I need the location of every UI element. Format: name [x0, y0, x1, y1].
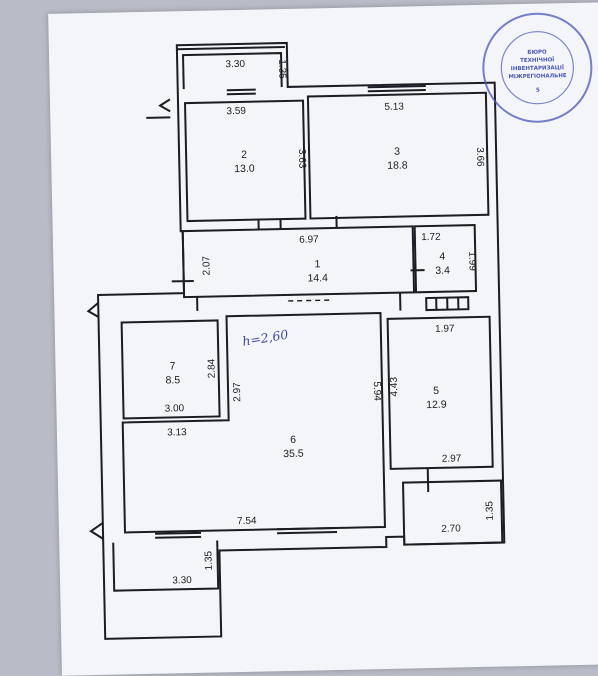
- dim-room6-right-height: 5.94: [371, 381, 382, 401]
- bti-stamp: БЮРО ТЕХНІЧНОЇ ІНВЕНТАРИЗАЦІЇ МІЖРЕГІОНА…: [482, 12, 593, 123]
- stamp-line-3: ІНВЕНТАРИЗАЦІЇ: [511, 64, 564, 72]
- room-6-area: 35.5: [283, 448, 304, 460]
- room-2-area: 13.0: [234, 163, 255, 175]
- walls: [86, 41, 506, 640]
- dim-room5-depth: 4.43: [389, 376, 400, 396]
- floor-plan: 2 13.0 3 18.8 1 14.4 4 3.4 7 8.5 5 12.9 …: [86, 12, 593, 640]
- dim-balcony-top-depth: 1.35: [276, 59, 287, 79]
- stamp-number: 5: [536, 88, 540, 94]
- dimension-labels: 3.30 1.35 3.59 3.63 5.13 3.66 6.97 2.07 …: [165, 59, 496, 587]
- dim-room5-width: 1.97: [435, 323, 455, 334]
- room-3-number: 3: [394, 146, 400, 158]
- room-5-number: 5: [433, 385, 439, 397]
- dim-room7-depth: 2.84: [206, 358, 217, 378]
- room-3-area: 18.8: [387, 159, 408, 171]
- dim-balcony-top-width: 3.30: [225, 59, 245, 70]
- plan-sheet: 2 13.0 3 18.8 1 14.4 4 3.4 7 8.5 5 12.9 …: [48, 2, 598, 676]
- dim-room4-width: 1.72: [421, 232, 441, 243]
- room-2-number: 2: [241, 149, 247, 161]
- dim-room6-left-height: 2.97: [232, 382, 243, 402]
- room-7-number: 7: [169, 360, 175, 372]
- dim-room2-depth: 3.63: [296, 149, 307, 169]
- dim-room2-width: 3.59: [226, 106, 246, 117]
- opening-dashes: [288, 293, 333, 302]
- room-4-area: 3.4: [435, 265, 450, 277]
- dim-balcony-right-width: 2.70: [441, 523, 461, 534]
- room-5-area: 12.9: [426, 399, 447, 411]
- room-7-area: 8.5: [165, 374, 180, 386]
- dim-room3-depth: 3.66: [474, 147, 485, 167]
- stamp-line-4: МІЖРЕГІОНАЛЬНЕ: [508, 73, 567, 80]
- dim-corridor-width: 6.97: [299, 234, 319, 245]
- stamp-line-1: БЮРО: [527, 49, 547, 55]
- room-labels: 2 13.0 3 18.8 1 14.4 4 3.4 7 8.5 5 12.9 …: [165, 146, 450, 461]
- room-1-number: 1: [314, 258, 320, 270]
- dim-balcony-right-depth: 1.35: [484, 501, 495, 521]
- dim-room5-bottom-width: 2.97: [442, 453, 462, 464]
- room-1-area: 14.4: [307, 272, 328, 284]
- dim-room6-bottom-width: 7.54: [237, 516, 257, 527]
- ceiling-height-note: h=2,60: [241, 327, 289, 349]
- dim-corridor-depth: 2.07: [201, 255, 212, 275]
- dim-balcony-bottom-depth: 1.35: [203, 550, 214, 570]
- stamp-line-2: ТЕХНІЧНОЇ: [520, 56, 554, 64]
- dim-balcony-bottom-width: 3.30: [172, 575, 192, 586]
- room-6-number: 6: [290, 434, 296, 446]
- dim-room4-depth: 1.99: [466, 251, 477, 271]
- dim-room7-width: 3.00: [165, 403, 185, 414]
- dim-room3-width: 5.13: [384, 101, 404, 112]
- room-4-number: 4: [439, 251, 445, 263]
- dim-room6-top-width: 3.13: [167, 427, 187, 438]
